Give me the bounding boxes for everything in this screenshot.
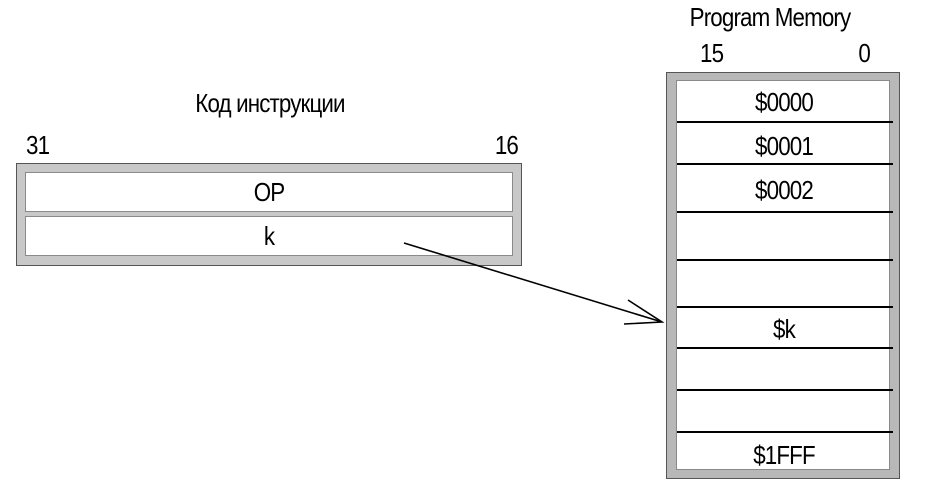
memory-cell-1fff: $1FFF bbox=[753, 440, 815, 470]
instruction-bit-high: 31 bbox=[26, 130, 50, 160]
memory-row-divider bbox=[677, 347, 893, 349]
memory-row-divider bbox=[677, 211, 893, 213]
memory-cell-0002: $0002 bbox=[755, 175, 814, 205]
memory-row-divider bbox=[677, 431, 893, 433]
memory-row-divider bbox=[677, 163, 893, 165]
memory-row-divider bbox=[677, 121, 893, 123]
memory-cell-0001: $0001 bbox=[755, 131, 814, 161]
opcode-field: OP bbox=[25, 172, 513, 212]
memory-cell-0000: $0000 bbox=[755, 87, 814, 117]
memory-cell-k: $k bbox=[773, 314, 796, 344]
address-k-label: k bbox=[263, 221, 275, 251]
memory-bit-low: 0 bbox=[858, 38, 870, 68]
memory-row-divider bbox=[677, 259, 893, 261]
arrow-head bbox=[623, 299, 665, 325]
memory-title: Program Memory bbox=[689, 2, 852, 32]
program-memory: $0000 $0001 $0002 $k $1FFF bbox=[666, 72, 900, 479]
memory-row-divider bbox=[677, 389, 893, 391]
memory-cells: $0000 $0001 $0002 $k $1FFF bbox=[676, 80, 893, 470]
address-k-field: k bbox=[25, 216, 513, 256]
memory-row-divider bbox=[677, 306, 893, 308]
memory-bit-high: 15 bbox=[700, 38, 724, 68]
instruction-bit-low: 16 bbox=[494, 130, 519, 160]
arrow-shaft bbox=[403, 242, 663, 323]
instruction-word: OP k bbox=[16, 163, 522, 266]
opcode-label: OP bbox=[253, 177, 285, 207]
instruction-title: Код инструкции bbox=[195, 88, 345, 118]
